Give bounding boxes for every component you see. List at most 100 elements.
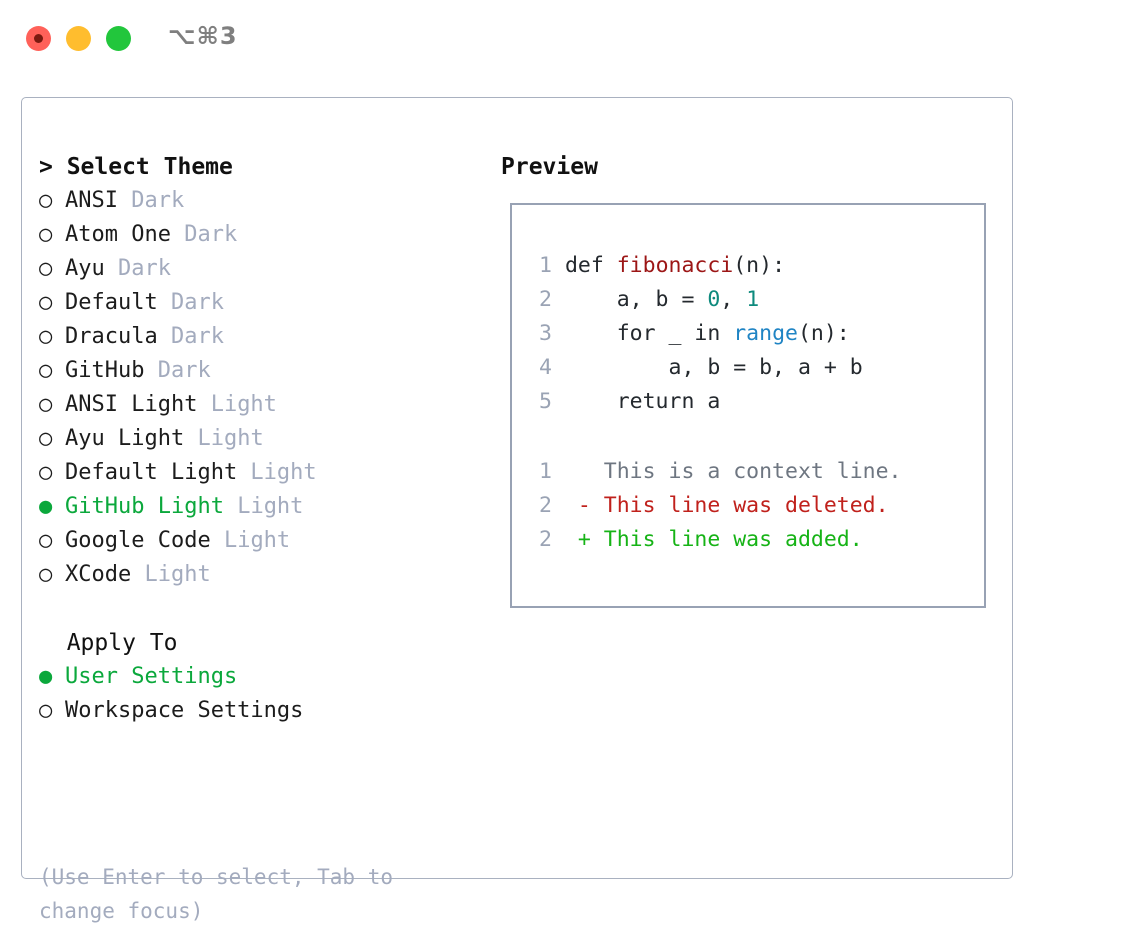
line-number: 2 [539,287,552,312]
radio-unselected-icon: ○ [39,222,53,247]
code-token-plain: for _ in [564,321,734,346]
theme-option-label: GitHub Light [65,494,224,519]
radio-unselected-icon: ○ [39,460,53,485]
line-number: 3 [539,321,552,346]
radio-unselected-icon: ○ [39,426,53,451]
radio-unselected-icon: ○ [39,290,53,315]
theme-option-label: Default Light [65,460,238,485]
theme-option[interactable]: ○ Default Dark [39,286,489,320]
theme-option-variant: Dark [144,358,211,383]
radio-unselected-icon: ○ [39,188,53,213]
code-token-plain: (n): [797,321,850,346]
apply-to-list: Apply To ●User Settings ○ Workspace Setting… [39,626,489,728]
diff-text: This line was added. [590,527,863,552]
theme-option[interactable]: ●GitHub Light Light [39,490,489,524]
theme-option[interactable]: ○ GitHub Dark [39,354,489,388]
minimize-window-button[interactable] [66,26,91,51]
code-token-plain: def [564,253,617,278]
diff-line-ctx: 1 This is a context line. [530,455,902,489]
line-number: 5 [539,389,552,414]
code-token-num: 1 [746,287,760,312]
theme-option[interactable]: ○ XCode Light [39,558,489,592]
section-spacer [39,592,489,626]
apply-to-option[interactable]: ●User Settings [39,660,489,694]
code-token-call: range [733,321,798,346]
keyboard-hint-text: (Use Enter to select, Tab to change focu… [39,865,394,923]
code-token-plain: return a [564,389,721,414]
gutter-gap [552,355,565,380]
theme-option-label: XCode [65,562,132,587]
code-token-plain: a, b = b, a + b [564,355,863,380]
theme-option[interactable]: ○Ayu Dark [39,252,489,286]
theme-option-label: Ayu Light [65,426,185,451]
radio-unselected-icon: ○ [39,698,53,723]
gutter-gap [552,287,565,312]
recording-indicator-icon [34,34,43,43]
line-number: 2 [539,527,552,552]
code-token-plain: (n): [733,253,786,278]
theme-selector-column: > Select Theme○ANSI Dark○Atom One Dark○A… [39,150,489,728]
theme-option-variant: Dark [170,222,238,247]
theme-option[interactable]: ○ Atom One Dark [39,218,489,252]
diff-text: This line was deleted. [590,493,889,518]
theme-option-variant: Light [184,426,264,451]
theme-option-label: ANSI [65,188,118,213]
code-token-fn: fibonacci [616,253,734,278]
apply-to-option-label: User Settings [65,664,238,689]
radio-unselected-icon: ○ [39,562,53,587]
radio-unselected-icon: ○ [39,392,53,417]
maximize-window-button[interactable] [106,26,131,51]
diff-sample: 1 This is a context line.2 - This line w… [530,455,902,557]
theme-option-variant: Light [210,528,291,553]
diff-line-del: 2 - This line was deleted. [530,489,902,523]
gutter-gap [552,253,565,278]
theme-option-label: Default [65,290,158,315]
theme-option-variant: Light [197,392,277,417]
line-number: 1 [539,459,552,484]
diff-sign: + [552,527,591,552]
preview-heading: Preview [501,154,598,180]
line-number: 4 [539,355,552,380]
theme-option-variant: Dark [104,256,171,281]
code-line: 4 a, b = b, a + b [530,351,863,385]
theme-option[interactable]: ○ ANSI Light Light [39,388,489,422]
theme-option-variant: Light [223,494,304,519]
theme-option[interactable]: ○Dracula Dark [39,320,489,354]
theme-option[interactable]: ○ Default Light Light [39,456,489,490]
theme-option-variant: Light [131,562,211,587]
theme-option[interactable]: ○ Ayu Light Light [39,422,489,456]
radio-unselected-icon: ○ [39,324,53,349]
theme-option-label: GitHub [65,358,145,383]
code-line: 3 for _ in range(n): [530,317,863,351]
radio-unselected-icon: ○ [39,358,53,383]
code-token-plain: , [720,287,747,312]
radio-unselected-icon: ○ [39,528,53,553]
apply-to-option-label: Workspace Settings [65,698,304,723]
code-line: 2 a, b = 0, 1 [530,283,863,317]
diff-sign: - [552,493,591,518]
theme-option-label: ANSI Light [65,392,198,417]
theme-option[interactable]: ○ Google Code Light [39,524,489,558]
theme-option-label: Ayu [65,256,105,281]
main-panel: > Select Theme○ANSI Dark○Atom One Dark○A… [21,97,1013,923]
close-window-button[interactable] [26,26,51,51]
theme-option-variant: Dark [157,290,224,315]
gutter-gap [552,321,565,346]
theme-option-variant: Light [237,460,317,485]
code-token-plain: a, b = [564,287,708,312]
code-line: 5 return a [530,385,863,419]
apply-to-option[interactable]: ○ Workspace Settings [39,694,489,728]
diff-text: This is a context line. [590,459,902,484]
apply-to-heading: Apply To [39,630,178,656]
theme-option-label: Google Code [65,528,211,553]
theme-option-variant: Dark [157,324,224,349]
line-number: 2 [539,493,552,518]
code-token-num: 0 [707,287,721,312]
theme-option-label: Atom One [65,222,171,247]
diff-sign [552,459,591,484]
theme-heading: > Select Theme [39,154,233,180]
theme-option[interactable]: ○ANSI Dark [39,184,489,218]
